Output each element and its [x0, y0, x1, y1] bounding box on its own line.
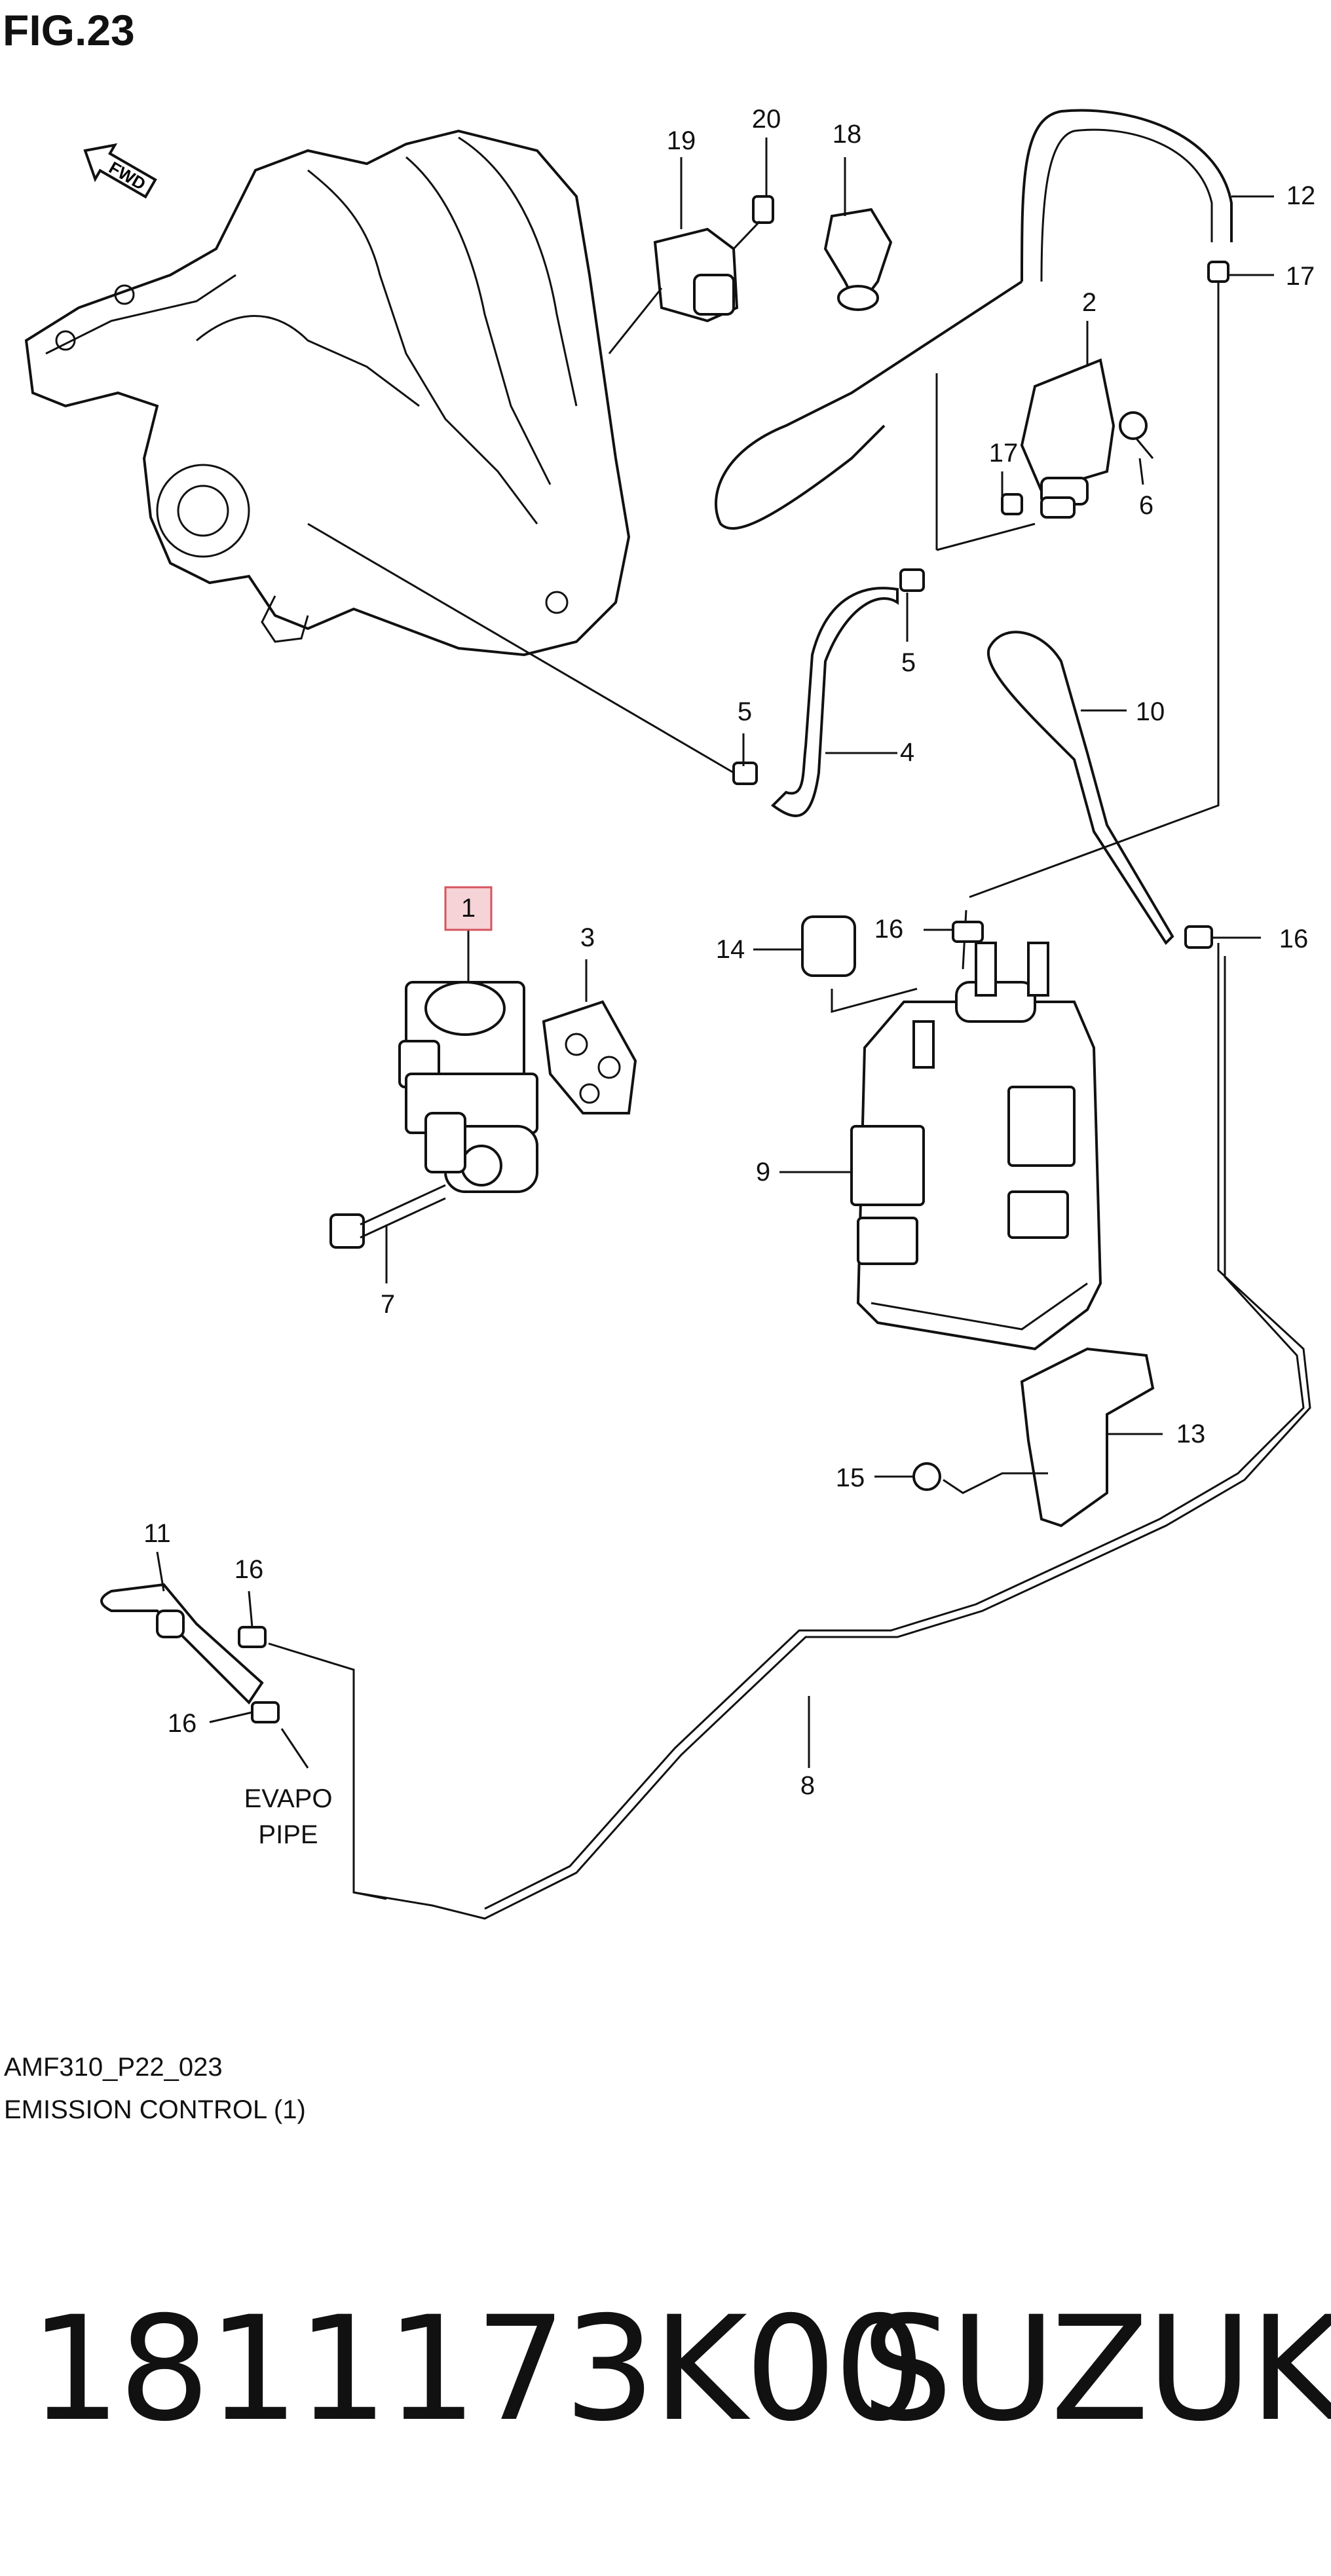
leader-line: [969, 282, 1220, 898]
part-5-clamp-b: [732, 762, 758, 785]
part-8-pipe: [353, 943, 1311, 1920]
leader-line: [307, 523, 734, 774]
part-6-bolt: [1119, 411, 1154, 459]
part-15-nut: [912, 1462, 941, 1491]
part-17-clamp-a: [1207, 261, 1229, 283]
callout-5b: 5: [901, 648, 916, 677]
part-12-hose: [715, 109, 1233, 530]
callout-17a: 17: [1286, 262, 1315, 291]
intake-manifold: [24, 129, 631, 657]
callout-16b: 16: [1279, 925, 1309, 953]
callout-3: 3: [580, 923, 595, 952]
part-17-clamp-b: [1001, 493, 1023, 515]
part-11-hose: [100, 1583, 264, 1705]
callout-5a: 5: [738, 697, 752, 726]
part-9-canister: [850, 942, 1102, 1351]
callout-1: 1: [461, 894, 476, 923]
callout-12: 12: [1286, 181, 1316, 210]
leader-line: [280, 1728, 309, 1769]
fwd-arrow: FWD: [83, 143, 157, 199]
diagram-code: AMF310_P22_023: [4, 2053, 223, 2082]
part-16-clamp-b: [1184, 925, 1213, 949]
part-8-pipe-edge: [484, 956, 1305, 1910]
callout-13: 13: [1176, 1420, 1206, 1448]
exploded-parts-diagram: FIG.23 FWD: [3, 6, 1315, 2124]
callout-14: 14: [716, 935, 745, 964]
part-5-clamp-a: [899, 568, 925, 592]
callout-20: 20: [752, 105, 781, 134]
highlight-box: [444, 886, 493, 931]
diagram-section: EMISSION CONTROL (1): [4, 2095, 306, 2124]
callout-labels: 1 2 3 4 5 5 6 7 8 9 10 11 12 13 14 15 16…: [143, 105, 1315, 1800]
callout-16d: 16: [168, 1709, 197, 1738]
note-line-1: EVAPO: [244, 1784, 333, 1813]
part-1-egr-valve: [398, 981, 538, 1193]
part-18-clip: [823, 208, 893, 311]
callout-4: 4: [900, 738, 914, 767]
part-4-hose: [770, 587, 899, 817]
leader-line: [268, 1642, 387, 1900]
callout-8: 8: [800, 1771, 815, 1800]
leader-line: [831, 987, 918, 1013]
part-16-clamp-a: [952, 921, 984, 943]
part-20-bolt: [732, 195, 774, 250]
callout-16c: 16: [234, 1555, 264, 1584]
callout-18: 18: [833, 120, 862, 149]
leader-line: [943, 1472, 1048, 1494]
callout-2: 2: [1082, 288, 1097, 317]
callout-16a: 16: [874, 915, 904, 944]
evapo-pipe-note: EVAPO PIPE: [244, 1784, 333, 1849]
part-7-bolt: [329, 1184, 446, 1249]
part-3-gasket: [542, 1000, 637, 1114]
part-2-vsv: [935, 358, 1115, 551]
diagram-drawing: FWD: [24, 105, 1315, 1920]
callout-19: 19: [667, 126, 696, 155]
callout-11: 11: [143, 1519, 171, 1548]
callout-6: 6: [1139, 491, 1153, 520]
figure-title: FIG.23: [3, 6, 135, 54]
callout-15: 15: [836, 1463, 865, 1492]
note-line-2: PIPE: [258, 1820, 318, 1849]
part-16-clamp-d: [251, 1701, 280, 1723]
part-number: 1811173K00: [29, 2285, 926, 2453]
part-10-hose: [986, 631, 1174, 946]
part-14-cap: [801, 915, 856, 977]
callout-10: 10: [1136, 697, 1165, 726]
part-13-bracket: [1020, 1347, 1155, 1528]
callout-9: 9: [756, 1158, 770, 1187]
leader-lines: [156, 138, 1274, 1768]
brand-name: SUZUKI: [861, 2285, 1331, 2453]
part-16-clamp-c: [238, 1626, 267, 1648]
callout-7: 7: [381, 1290, 395, 1319]
part-19-sensor: [608, 227, 739, 354]
callout-17b: 17: [989, 439, 1019, 468]
